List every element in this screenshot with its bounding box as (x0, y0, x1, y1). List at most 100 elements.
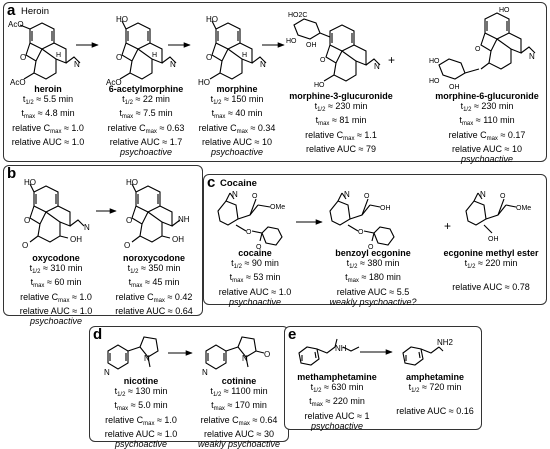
name-cocaine: cocaine (238, 248, 272, 258)
cotinine-n-lactam: N (242, 354, 248, 363)
cocaine-o-link: O (246, 229, 252, 236)
amphetamine-structure: NH2 (402, 338, 454, 366)
t-half-cocaine: t1/2 ≈ 90 min (231, 258, 279, 271)
panel-label-d: d (93, 326, 103, 343)
heroin-o: O (20, 53, 26, 62)
morphine-3-glucuronide-structure: HO2C HO OH O HO N (286, 12, 381, 89)
ecgonine-ome: OMe (516, 205, 531, 212)
oxycodone-o-ring: O (24, 216, 30, 225)
benzoylecgonine-n: N (344, 190, 350, 199)
m3g-ho: HO (286, 38, 297, 45)
m6g-oh: OH (449, 84, 460, 91)
caption-morphine: morphine t1/2 ≈ 150 min tmax ≈ 40 min re… (194, 84, 280, 157)
panel-a: a Heroin AcO O AcO N H HO (3, 2, 547, 164)
benzoylecgonine-o-link: O (358, 229, 364, 236)
cocaine-o-ester: O (252, 193, 258, 200)
caption-m6g: morphine-6-glucuronide t1/2 ≈ 230 min tm… (428, 91, 546, 164)
panel-c: c Cocaine N O OMe O O N O (203, 174, 547, 307)
t-half-benzoylecgonine: t1/2 ≈ 380 min (346, 258, 400, 271)
panel-label-a: a (7, 2, 16, 19)
heroin-h: H (56, 52, 61, 59)
noroxycodone-structure: HO O O OH NH (124, 178, 190, 250)
t-half-noroxycodone: t1/2 ≈ 350 min (127, 263, 181, 276)
cocaine-structure: N O OMe O O (217, 190, 285, 251)
methamphetamine-structure: NH (298, 338, 360, 366)
panel-e: e NH NH2 methamphetamine t1/2 ≈ 630 min … (284, 326, 482, 431)
t-half-nicotine: t1/2 ≈ 130 min (114, 386, 168, 399)
noroxycodone-nh: NH (178, 215, 190, 224)
caption-oxycodone: oxycodone t1/2 ≈ 310 min tmax ≈ 60 min r… (10, 253, 102, 326)
ecgonine-oh: OH (488, 236, 499, 243)
caption-noroxycodone: noroxycodone t1/2 ≈ 350 min tmax ≈ 45 mi… (106, 253, 202, 316)
t-max-noroxycodone: tmax ≈ 45 min (128, 277, 180, 290)
panel-title-heroin: Heroin (21, 6, 49, 17)
auc-heroin: relative AUC ≈ 1.0 (11, 136, 85, 147)
cotinine-structure: N N O (202, 336, 270, 377)
psy-nicotine: psychoactive (114, 439, 168, 449)
name-benzoylecgonine: benzoyl ecgonine (335, 248, 411, 258)
psy-morphine: psychoactive (210, 147, 264, 158)
m6g-ho-1: HO (429, 58, 440, 65)
acetylmorphine-aco: AcO (106, 78, 122, 87)
acetylmorphine-h: H (152, 52, 157, 59)
m3g-cooh: HO2C (288, 12, 307, 19)
noroxycodone-o-ring: O (126, 216, 132, 225)
t-max-acetylmorphine: tmax ≈ 7.5 min (119, 108, 173, 121)
cocaine-o-carbonyl: O (256, 244, 262, 251)
cotinine-n-pyridine: N (202, 368, 208, 377)
psy-oxycodone: psychoactive (29, 316, 83, 327)
t-max-cocaine: tmax ≈ 53 min (229, 272, 281, 285)
cmax-nicotine: relative Cmax ≈ 1.0 (105, 414, 177, 427)
morphine-ho-bottom: HO (198, 78, 210, 87)
name-nicotine: nicotine (123, 376, 159, 386)
caption-amphetamine: amphetamine t1/2 ≈ 720 min relative AUC … (389, 372, 481, 417)
psy-cotinine: weakly psychoactive (197, 439, 281, 449)
auc-noroxycodone: relative AUC ≈ 0.64 (115, 305, 193, 316)
t-half-ecgonine-methyl-ester: t1/2 ≈ 220 min (464, 258, 518, 271)
caption-ecgonine-methyl-ester: ecgonine methyl ester t1/2 ≈ 220 min rel… (436, 248, 546, 293)
benzoylecgonine-o: O (364, 193, 370, 200)
m6g-n: N (529, 52, 535, 61)
auc-m3g: relative AUC ≈ 79 (306, 143, 376, 154)
t-half-m3g: t1/2 ≈ 230 min (314, 101, 368, 114)
cmax-noroxycodone: relative Cmax ≈ 0.42 (115, 291, 193, 304)
caption-nicotine: nicotine t1/2 ≈ 130 min tmax ≈ 5.0 min r… (94, 376, 188, 449)
t-max-cotinine: tmax ≈ 170 min (211, 400, 267, 413)
caption-m3g: morphine-3-glucuronide t1/2 ≈ 230 min tm… (286, 91, 396, 154)
caption-methamphetamine: methamphetamine t1/2 ≈ 630 min tmax ≈ 22… (287, 372, 387, 431)
heroin-aco-bottom: AcO (10, 78, 26, 87)
psy-benzoylecgonine: weakly psychoactive? (329, 296, 417, 307)
benzoylecgonine-structure: N O OH O O (329, 190, 395, 251)
m6g-ho-top: HO (499, 7, 510, 14)
acetylmorphine-o: O (116, 53, 122, 62)
t-max-m3g: tmax ≈ 81 min (315, 115, 367, 128)
psy-cocaine: psychoactive (228, 296, 282, 307)
cmax-m3g: relative Cmax ≈ 1.1 (305, 129, 377, 142)
caption-acetylmorphine: 6-acetylmorphine t1/2 ≈ 22 min tmax ≈ 7.… (100, 84, 192, 157)
name-m3g: morphine-3-glucuronide (289, 91, 393, 101)
name-heroin: heroin (34, 84, 62, 94)
panel-label-c: c (207, 174, 216, 191)
acetylmorphine-ho: HO (116, 15, 128, 24)
methamphetamine-nh: NH (335, 344, 347, 353)
auc-nicotine: relative AUC ≈ 1.0 (104, 428, 178, 439)
name-morphine: morphine (216, 84, 258, 94)
morphine-ho-top: HO (206, 15, 218, 24)
panel-d: d N N N N O nicotine t1/2 ≈ 130 min tmax… (89, 326, 289, 449)
t-max-methamphetamine: tmax ≈ 220 min (309, 396, 365, 409)
auc-acetylmorphine: relative AUC ≈ 1.7 (109, 136, 183, 147)
t-max-benzoylecgonine: tmax ≈ 180 min (345, 272, 401, 285)
cmax-morphine: relative Cmax ≈ 0.34 (198, 122, 276, 135)
t-half-cotinine: t1/2 ≈ 1100 min (210, 386, 268, 399)
cmax-acetylmorphine: relative Cmax ≈ 0.63 (107, 122, 185, 135)
heroin-aco-top: AcO (8, 20, 24, 29)
noroxycodone-ho: HO (126, 178, 138, 187)
name-noroxycodone: noroxycodone (122, 253, 185, 263)
auc-morphine: relative AUC ≈ 10 (202, 136, 272, 147)
noroxycodone-o-keto: O (124, 241, 130, 250)
panel-title-cocaine: Cocaine (220, 178, 257, 189)
name-amphetamine: amphetamine (405, 372, 465, 382)
auc-ecgonine-methyl-ester: relative AUC ≈ 0.78 (452, 282, 530, 293)
m3g-oh: OH (306, 42, 317, 49)
auc-amphetamine: relative AUC ≈ 0.16 (396, 406, 474, 417)
